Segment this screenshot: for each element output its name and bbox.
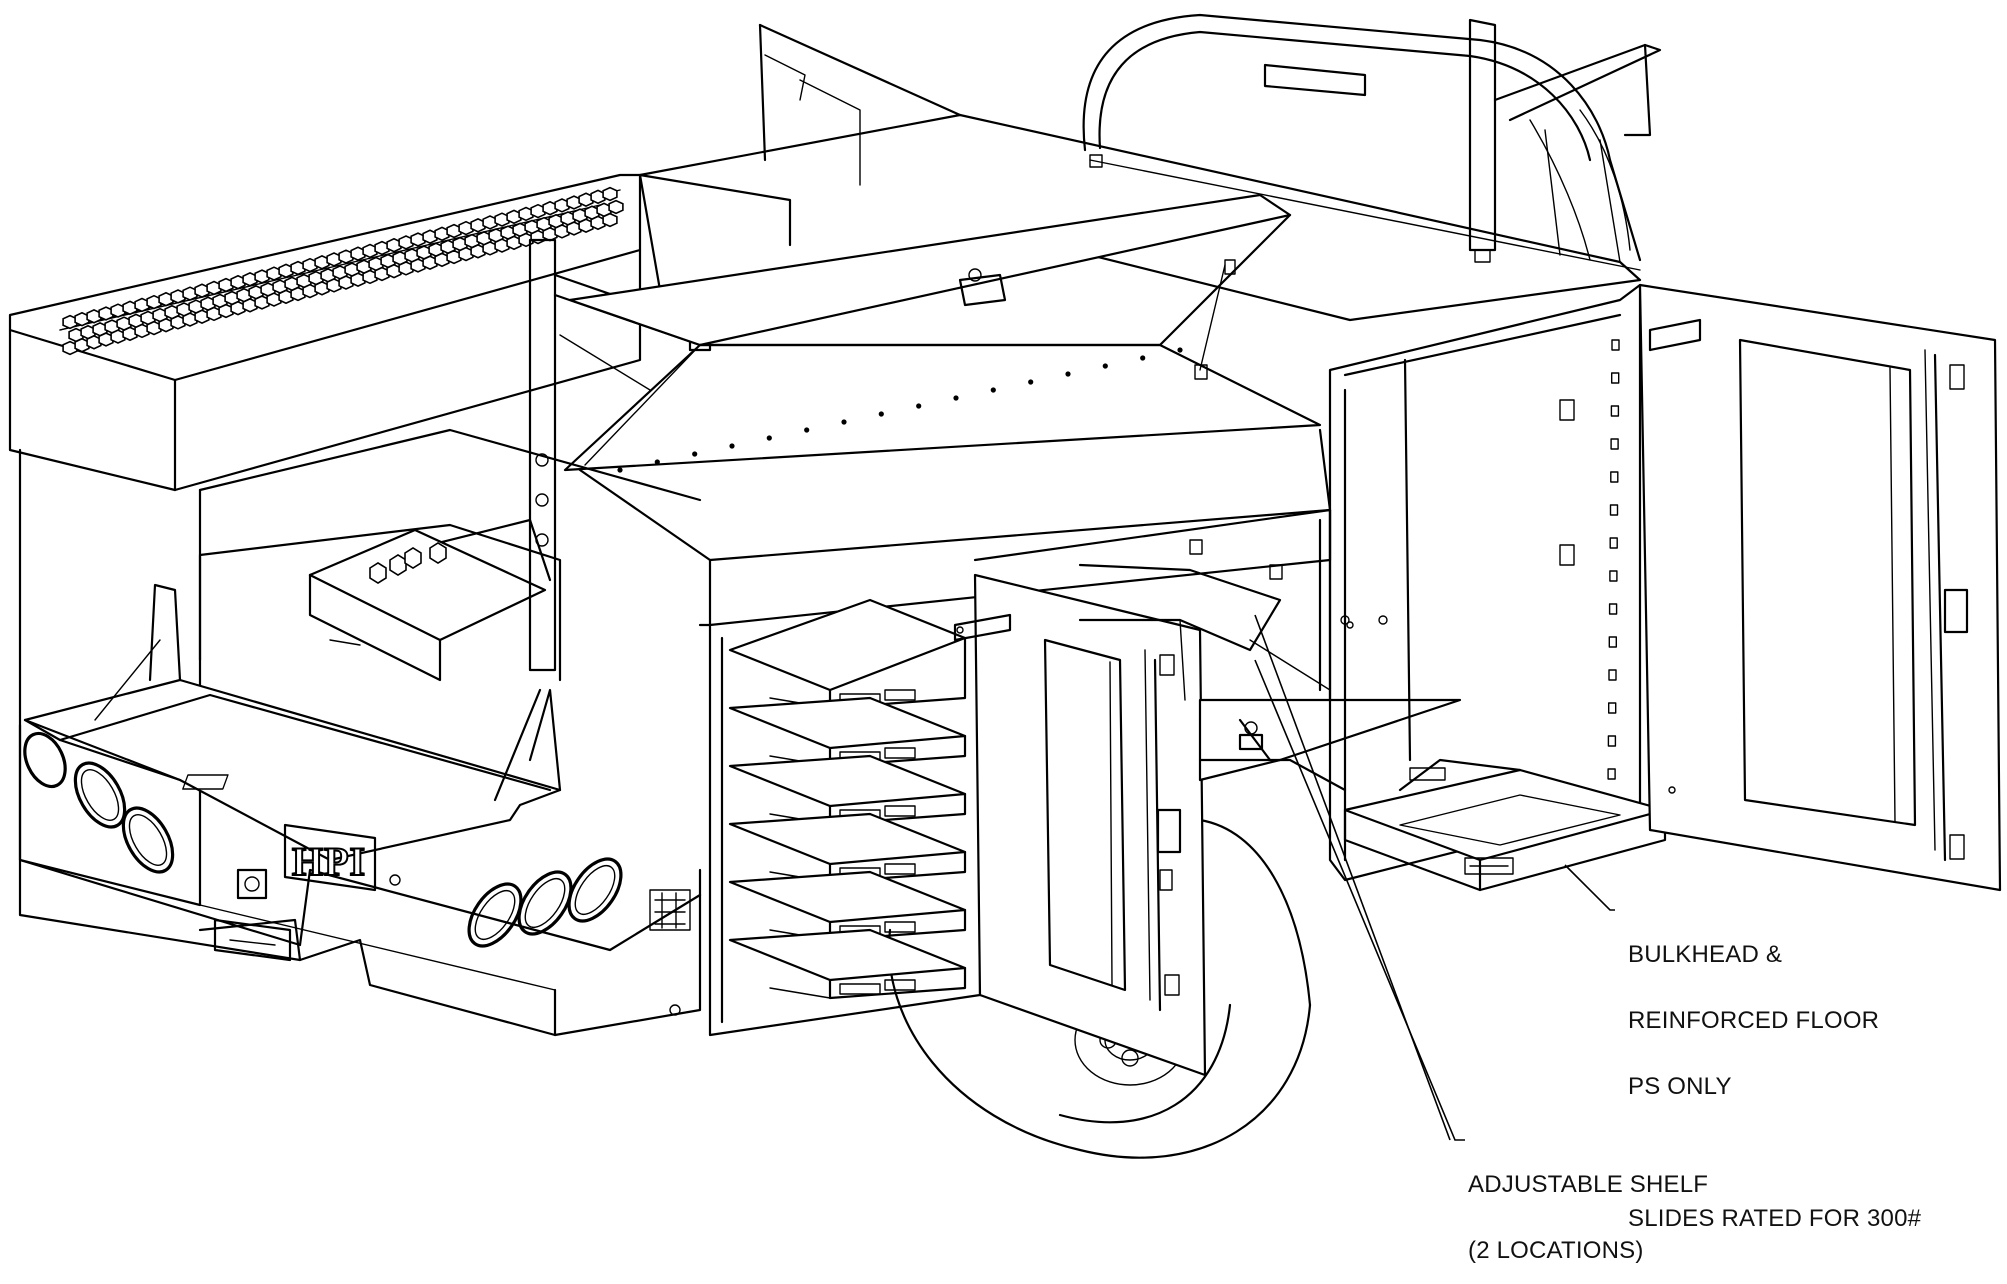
drawer-handle — [884, 747, 916, 759]
tail-light-right-2 — [517, 870, 573, 936]
right-compartment-door — [1638, 283, 2002, 892]
door-latch-left — [1156, 808, 1182, 891]
rack-hex-holes — [369, 542, 447, 584]
pull-out-tray — [1343, 758, 1667, 892]
bulkhead-callout-line-2: REINFORCED FLOOR — [1628, 1007, 1880, 1034]
tailgate-grid-panels — [182, 774, 229, 790]
mesh-hex — [602, 186, 618, 202]
rivet-slot — [1611, 339, 1620, 351]
drawer[interactable] — [728, 928, 967, 1000]
rivet-slot — [1610, 372, 1620, 384]
service-body-line-drawing: HPI — [8, 13, 2002, 1159]
rivet — [804, 427, 810, 433]
tailgate — [23, 583, 562, 862]
rivet-slot — [1608, 603, 1618, 615]
truck-cab — [1082, 13, 1642, 263]
shelf-callout-line-2: (2 LOCATIONS) — [1468, 1237, 1644, 1264]
bulkhead-leader-line — [1564, 864, 1615, 911]
rivet — [692, 451, 698, 457]
shelf-callout: ADJUSTABLE SHELF (2 LOCATIONS) — [1468, 1130, 1708, 1284]
shelf-leader-line-2 — [1254, 614, 1451, 1141]
drawer-handle — [884, 689, 916, 701]
inner-bed — [198, 518, 562, 682]
drawer-handle — [884, 979, 916, 991]
rivet — [1028, 379, 1034, 385]
rivet — [1177, 347, 1183, 353]
drawer[interactable] — [728, 598, 967, 710]
callout-leaders — [1254, 614, 1615, 1141]
rivet-slot — [1609, 504, 1619, 516]
bulkhead-callout-line-1: BULKHEAD & — [1628, 941, 1783, 968]
rivet-slot — [1607, 768, 1616, 780]
rivet-slot — [1610, 471, 1619, 483]
drawer-stack — [728, 598, 967, 1000]
drawer-slide — [839, 983, 881, 995]
rivet — [990, 387, 996, 393]
left-side-wall — [18, 428, 702, 1037]
hpi-logo-plate: HPI — [283, 823, 377, 892]
step-plate — [213, 918, 292, 962]
bulkhead-callout-line-3: PS ONLY — [1628, 1073, 1732, 1100]
rivet-slot — [1610, 438, 1619, 450]
drawing-stage: HPI — [8, 13, 2002, 1263]
drawer-handle — [884, 805, 916, 817]
shelf-latch — [1238, 721, 1264, 751]
rivet — [654, 459, 660, 465]
tail-light-left-2 — [73, 761, 127, 829]
rivet-slot — [1608, 636, 1618, 648]
rivet — [878, 411, 884, 417]
rivet-slot — [1610, 405, 1620, 417]
door-latch-right — [1943, 364, 1969, 860]
tail-light-right-3 — [567, 857, 623, 923]
drawer[interactable] — [728, 870, 967, 942]
rivet — [916, 403, 922, 409]
mesh-hex — [608, 199, 624, 215]
rivet — [766, 435, 772, 441]
hex-mesh-rail — [62, 186, 624, 356]
rivet — [1065, 371, 1071, 377]
shelf-callout-line-1: ADJUSTABLE SHELF — [1468, 1171, 1709, 1198]
rivet — [1140, 355, 1146, 361]
tail-light-left-1 — [23, 731, 67, 789]
drawer-handle — [884, 863, 916, 875]
drawer[interactable] — [728, 812, 967, 884]
rivet-slot — [1607, 702, 1617, 714]
right-rivet-column — [1607, 339, 1620, 780]
left-compartment-door — [953, 573, 1207, 1077]
rivet-slot — [1609, 537, 1618, 549]
rivet — [617, 467, 623, 473]
rivet-slot — [1608, 669, 1617, 681]
drawer-handle — [884, 921, 916, 933]
hpi-logo-text: HPI — [292, 839, 366, 884]
rivet — [953, 395, 959, 401]
misc-details — [1089, 154, 1575, 629]
diamond-plate-badge — [649, 889, 691, 931]
lid-latch — [958, 268, 1007, 307]
crossbox-lid — [563, 193, 1322, 472]
rivet — [729, 443, 735, 449]
tail-light-left-3 — [121, 806, 175, 874]
mesh-hex — [602, 212, 618, 228]
rivet-slot — [1607, 735, 1617, 747]
drawer[interactable] — [728, 754, 967, 826]
tail-light-right-1 — [467, 882, 523, 948]
lid-rivet-row — [617, 347, 1183, 473]
rivet — [841, 419, 847, 425]
hitch-receiver — [236, 868, 268, 900]
shelf-leader-line-1 — [1254, 659, 1465, 1141]
rear-bumper: HPI — [18, 723, 702, 1016]
rivet-slot — [1609, 570, 1618, 582]
rivet — [1102, 363, 1108, 369]
crossbox-front — [578, 347, 1332, 627]
drawer[interactable] — [728, 696, 967, 768]
